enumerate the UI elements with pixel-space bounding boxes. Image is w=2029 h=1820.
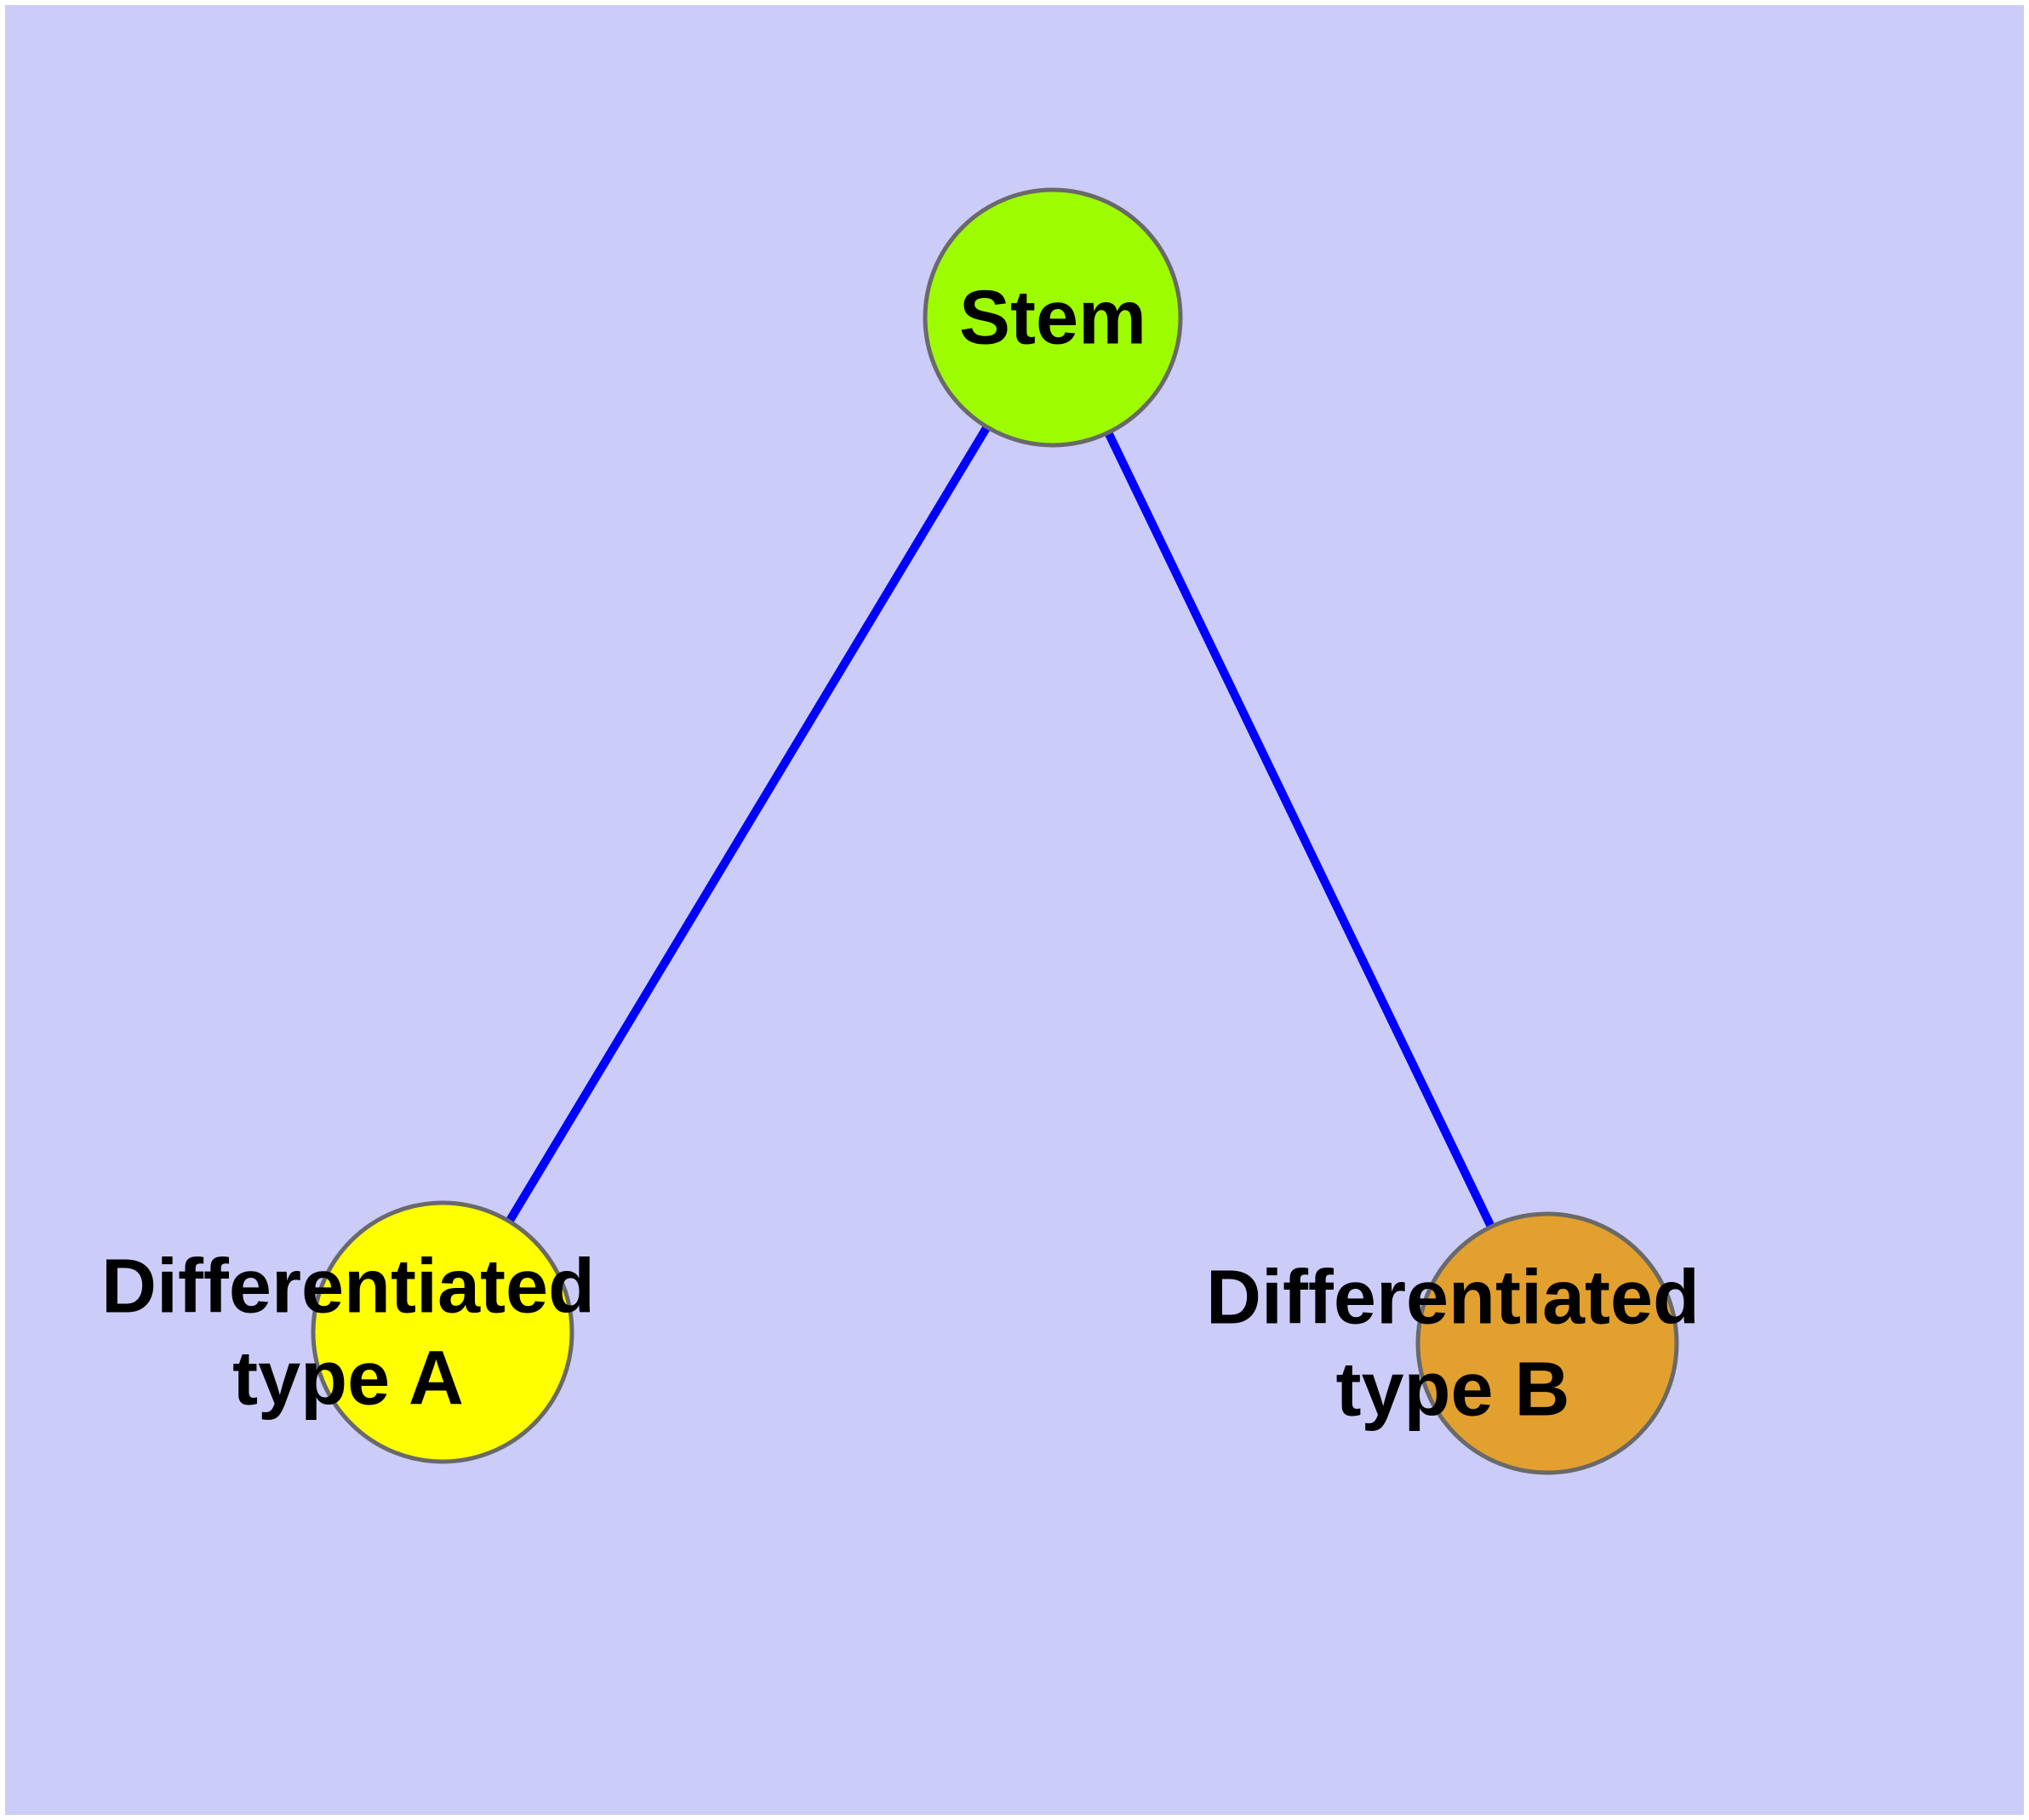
node-differentiated-type-b-circle[interactable]	[1415, 1211, 1679, 1475]
edge-stem-to-differentiated-type-b[interactable]	[1049, 315, 1552, 1346]
node-stem-circle[interactable]	[923, 187, 1183, 448]
node-layer	[311, 187, 1679, 1475]
node-stem-label: Stem	[959, 276, 1146, 361]
edge-stem-to-differentiated-type-a[interactable]	[438, 315, 1057, 1335]
edge-layer	[438, 315, 1552, 1346]
node-differentiated-type-a-circle[interactable]	[311, 1200, 574, 1464]
